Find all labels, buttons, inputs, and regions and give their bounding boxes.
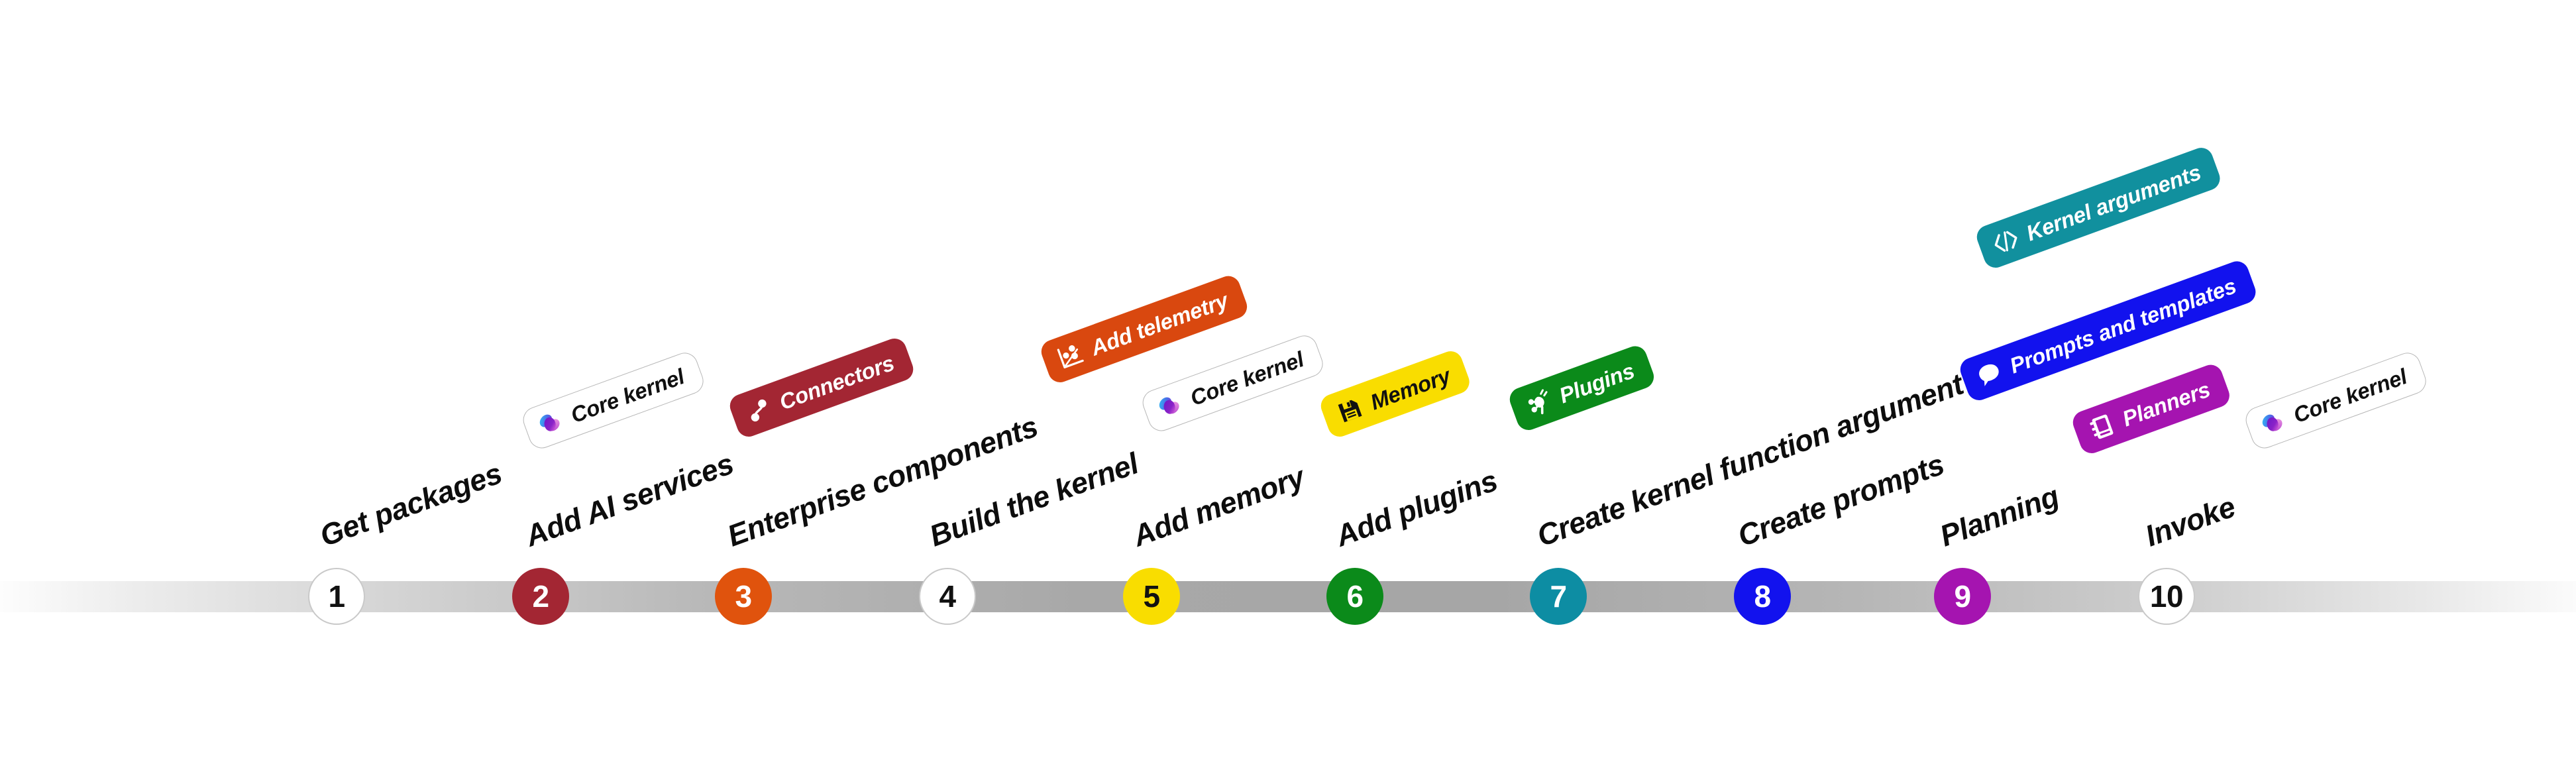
step-badge-3[interactable]: Add telemetry bbox=[1038, 272, 1251, 386]
step-label-9: Planning bbox=[1935, 478, 2064, 553]
step-badge-10[interactable]: Core kernel bbox=[2242, 349, 2430, 453]
step-label-10: Invoke bbox=[2141, 489, 2240, 553]
step-number: 7 bbox=[1550, 579, 1567, 614]
semantic-kernel-logo-icon bbox=[2256, 406, 2290, 440]
step-badge-5[interactable]: Memory bbox=[1317, 347, 1474, 441]
badge-label: Core kernel bbox=[1187, 346, 1307, 410]
step-label-5: Add memory bbox=[1128, 459, 1309, 553]
code-brackets-icon bbox=[1989, 225, 2023, 258]
step-label-2: Add AI services bbox=[521, 446, 738, 553]
step-badge-9[interactable]: Planners bbox=[2069, 361, 2233, 457]
step-badge-4[interactable]: Core kernel bbox=[1139, 331, 1327, 435]
step-number: 4 bbox=[939, 579, 956, 614]
step-badge-8[interactable]: Prompts and templates bbox=[1957, 258, 2259, 404]
step-node-8[interactable]: 8 bbox=[1734, 568, 1791, 625]
semantic-kernel-logo-icon bbox=[533, 406, 567, 440]
step-node-10[interactable]: 10 bbox=[2138, 568, 2195, 625]
step-number: 5 bbox=[1143, 579, 1160, 614]
semantic-kernel-logo-icon bbox=[1153, 389, 1187, 423]
step-label-1: Get packages bbox=[315, 456, 507, 553]
scatter-chart-icon bbox=[1053, 339, 1087, 373]
step-node-2[interactable]: 2 bbox=[512, 568, 569, 625]
step-node-1[interactable]: 1 bbox=[308, 568, 365, 625]
step-number: 10 bbox=[2149, 579, 2184, 614]
badge-label: Core kernel bbox=[2290, 363, 2410, 427]
chat-bubble-icon bbox=[1972, 357, 2006, 391]
badge-label: Plugins bbox=[1556, 358, 1638, 408]
step-node-5[interactable]: 5 bbox=[1123, 568, 1180, 625]
step-badge-7[interactable]: Kernel arguments bbox=[1973, 144, 2224, 272]
step-number: 2 bbox=[532, 579, 549, 614]
badge-label: Memory bbox=[1367, 362, 1454, 415]
badge-label: Planners bbox=[2119, 376, 2214, 431]
step-node-4[interactable]: 4 bbox=[919, 568, 976, 625]
step-number: 8 bbox=[1754, 579, 1771, 614]
step-number: 9 bbox=[1954, 579, 1971, 614]
step-node-6[interactable]: 6 bbox=[1326, 568, 1383, 625]
step-label-6: Add plugins bbox=[1331, 463, 1502, 553]
connector-nodes-icon bbox=[742, 394, 776, 427]
badge-label: Core kernel bbox=[567, 363, 688, 427]
step-node-7[interactable]: 7 bbox=[1530, 568, 1587, 625]
floppy-disk-icon bbox=[1333, 394, 1367, 427]
step-badge-1[interactable]: Core kernel bbox=[519, 349, 708, 453]
step-number: 1 bbox=[328, 579, 345, 614]
notebook-icon bbox=[2085, 410, 2119, 444]
badge-label: Prompts and templates bbox=[2006, 272, 2239, 378]
badge-label: Connectors bbox=[776, 350, 898, 415]
step-number: 6 bbox=[1346, 579, 1364, 614]
step-badge-2[interactable]: Connectors bbox=[726, 335, 917, 441]
plug-icon bbox=[1522, 387, 1556, 421]
badge-label: Kernel arguments bbox=[2023, 159, 2204, 246]
badge-label: Add telemetry bbox=[1087, 287, 1232, 360]
step-node-9[interactable]: 9 bbox=[1934, 568, 1991, 625]
step-badge-6[interactable]: Plugins bbox=[1506, 343, 1657, 434]
step-node-3[interactable]: 3 bbox=[715, 568, 772, 625]
step-number: 3 bbox=[735, 579, 752, 614]
